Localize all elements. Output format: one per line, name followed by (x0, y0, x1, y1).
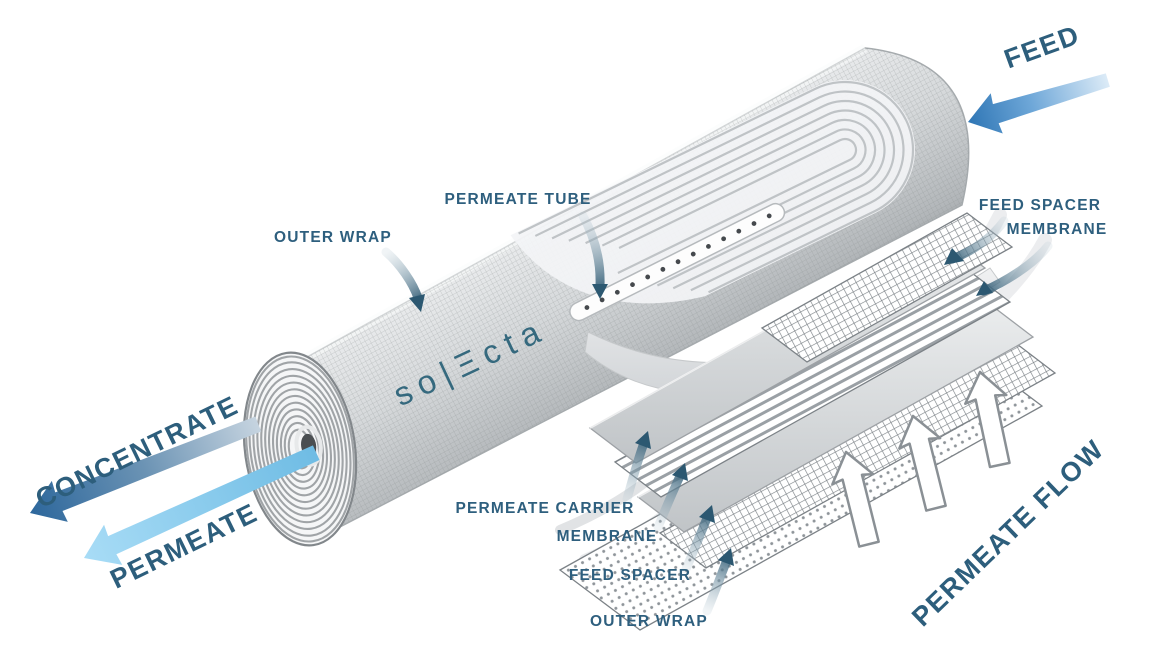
permeate-arrow (84, 445, 320, 565)
spiral-rings (245, 355, 355, 543)
label-permeate-tube: PERMEATE TUBE (444, 191, 591, 208)
pointer-membrane-bottom (653, 471, 685, 532)
label-membrane-bottom: MEMBRANE (557, 528, 658, 545)
pointer-membrane-right (979, 241, 1053, 296)
permeate-tube (569, 202, 786, 322)
label-membrane-right: MEMBRANE (1007, 221, 1108, 238)
wrap-band (510, 80, 915, 304)
label-outer-wrap-bottom: OUTER WRAP (590, 613, 708, 630)
label-outer-wrap-top: OUTER WRAP (274, 229, 392, 246)
pointer-outer-wrap-bottom (702, 555, 732, 616)
label-feed-spacer-bottom: FEED SPACER (569, 567, 691, 584)
pointer-feed-spacer-bottom (681, 513, 712, 574)
sheet-feed-spacer-top (760, 212, 1014, 363)
label-pointers (381, 211, 1053, 616)
label-permeate-carrier: PERMEATE CARRIER (455, 500, 634, 517)
winding-lines (518, 80, 915, 294)
spiral-end-face (242, 351, 358, 547)
pointer-outer-wrap-top (381, 247, 423, 303)
pointer-permeate-tube (578, 211, 605, 291)
feed-arrow (968, 73, 1110, 134)
label-feed: FEED (1000, 20, 1084, 75)
concentrate-arrow (30, 416, 262, 522)
permeate-tube-holes (584, 213, 772, 310)
label-feed-spacer-right: FEED SPACER (979, 197, 1101, 214)
pointer-permeate-carrier (622, 438, 649, 504)
